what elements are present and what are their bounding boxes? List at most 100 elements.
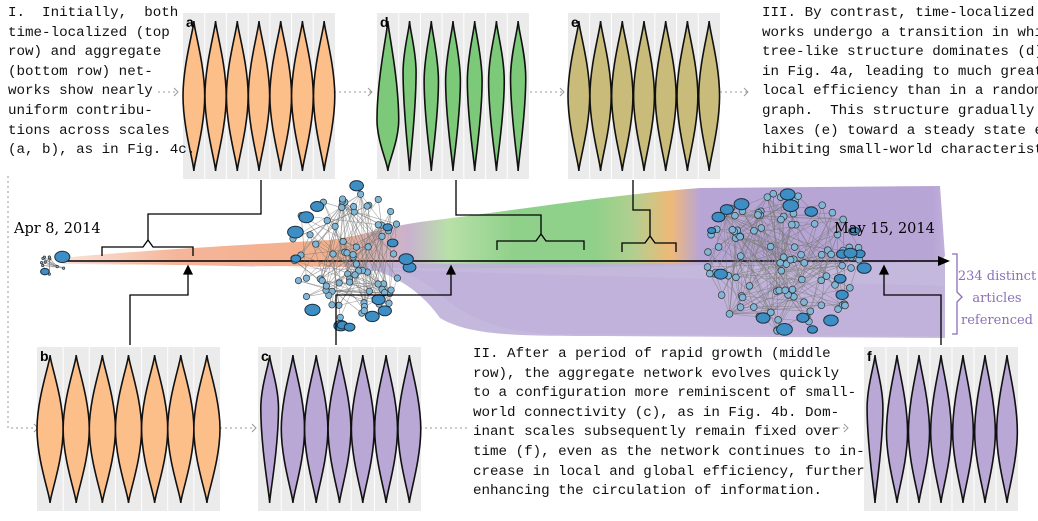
- net2-edge: [315, 243, 365, 311]
- net2-node: [378, 232, 386, 240]
- timeline-arrowhead: [938, 256, 950, 266]
- net2-edge: [360, 194, 365, 307]
- net2-node: [306, 231, 314, 239]
- panel-c-violin-4: [327, 354, 352, 504]
- net3-node: [703, 263, 712, 271]
- net2-node: [350, 203, 358, 211]
- net2-cluster: [304, 303, 321, 317]
- connector-b: [129, 264, 194, 345]
- panel-a-violin-7: [312, 20, 336, 172]
- net3-node: [725, 310, 734, 318]
- net3-node: [800, 298, 808, 306]
- panel-f: f: [864, 347, 1019, 511]
- panel-f-violin-3: [907, 354, 931, 504]
- panel-d-violin-4: [444, 20, 462, 172]
- net2-node: [357, 190, 365, 198]
- net3-edge: [735, 265, 843, 278]
- panel-c: c: [258, 347, 422, 511]
- dotted-arrowheads: [33, 87, 849, 433]
- net3-node: [736, 303, 745, 311]
- net3-cluster: [796, 312, 810, 323]
- net3-edge: [781, 270, 839, 310]
- net3-node: [838, 261, 846, 270]
- net2-node: [374, 195, 382, 203]
- net3-node: [841, 301, 849, 310]
- net3-edge: [729, 287, 850, 315]
- net1-cluster: [40, 267, 50, 276]
- net3-edge: [770, 254, 822, 313]
- net2-cluster: [310, 201, 325, 212]
- panel-f-violin-6: [973, 354, 997, 504]
- network-final: [703, 188, 872, 336]
- net3-edge: [716, 229, 772, 313]
- net2-node: [318, 277, 326, 285]
- panel-e-violin-2: [589, 20, 613, 172]
- net2-edge: [292, 193, 361, 240]
- net2-node: [343, 249, 351, 257]
- net2-edge: [349, 194, 361, 283]
- net3-node: [800, 259, 808, 267]
- panel-b: b: [36, 347, 221, 511]
- net2-node: [336, 313, 344, 321]
- net3-node: [781, 286, 789, 295]
- panel-c-violin-2: [280, 354, 306, 504]
- panel-d-violin-2: [402, 20, 417, 172]
- panel-e-violin-6: [676, 20, 699, 172]
- net1-cluster: [54, 250, 71, 264]
- annotation-note-III: III. By contrast, time-localized net- wo…: [762, 5, 1038, 159]
- net3-edge: [723, 214, 836, 286]
- net3-node: [827, 250, 835, 259]
- net2-node: [365, 287, 373, 295]
- net3-edge: [781, 270, 822, 306]
- connector-c: [335, 264, 457, 345]
- net2-cluster: [371, 294, 386, 306]
- net2-node: [381, 289, 389, 297]
- panel-c-violin-7: [397, 354, 422, 504]
- net2-edge: [326, 198, 343, 286]
- net3-node: [728, 226, 737, 234]
- net3-node: [779, 253, 788, 261]
- net3-node: [777, 215, 785, 224]
- net3-node: [767, 308, 775, 317]
- net3-edge: [733, 231, 772, 313]
- brace-d: [455, 180, 585, 250]
- net2-edge: [358, 211, 391, 271]
- net2-edge: [342, 241, 356, 275]
- net2-edge: [320, 199, 379, 280]
- net1-node: [39, 261, 44, 265]
- panel-a-violin-6: [290, 20, 315, 172]
- net2-node: [360, 307, 368, 315]
- net3-edge: [731, 208, 844, 220]
- net3-edge: [792, 289, 843, 306]
- net3-edge: [741, 295, 846, 306]
- net2-cluster: [382, 223, 393, 232]
- panel-e-violin-7: [697, 20, 721, 172]
- net3-edge: [707, 263, 787, 268]
- panel-e-violin-4: [632, 20, 656, 172]
- panel-f-violin-4: [929, 354, 953, 504]
- net2-node: [331, 222, 339, 230]
- net3-edge: [849, 259, 860, 288]
- net2-node: [335, 279, 343, 287]
- net3-edge: [729, 254, 832, 315]
- net3-node: [817, 276, 825, 285]
- net2-edge: [306, 236, 383, 279]
- net2-node: [374, 280, 382, 288]
- net3-node: [847, 264, 855, 272]
- net3-edge: [801, 265, 843, 280]
- panel-f-violin-5: [951, 354, 975, 504]
- net3-edge: [781, 265, 843, 272]
- panel-f-violin-2: [885, 354, 909, 504]
- count-label-line2: articles: [972, 291, 1021, 306]
- net2-node: [364, 243, 372, 251]
- panel-f-violin-1: [866, 354, 884, 504]
- net2-edge: [323, 201, 397, 225]
- net3-edge: [767, 196, 793, 225]
- net3-edge: [767, 196, 827, 277]
- net3-cluster: [833, 273, 847, 284]
- panel-a-violin-5: [269, 20, 293, 172]
- net3-edge: [741, 279, 802, 297]
- net2-edge: [377, 199, 382, 226]
- net3-node: [828, 208, 837, 217]
